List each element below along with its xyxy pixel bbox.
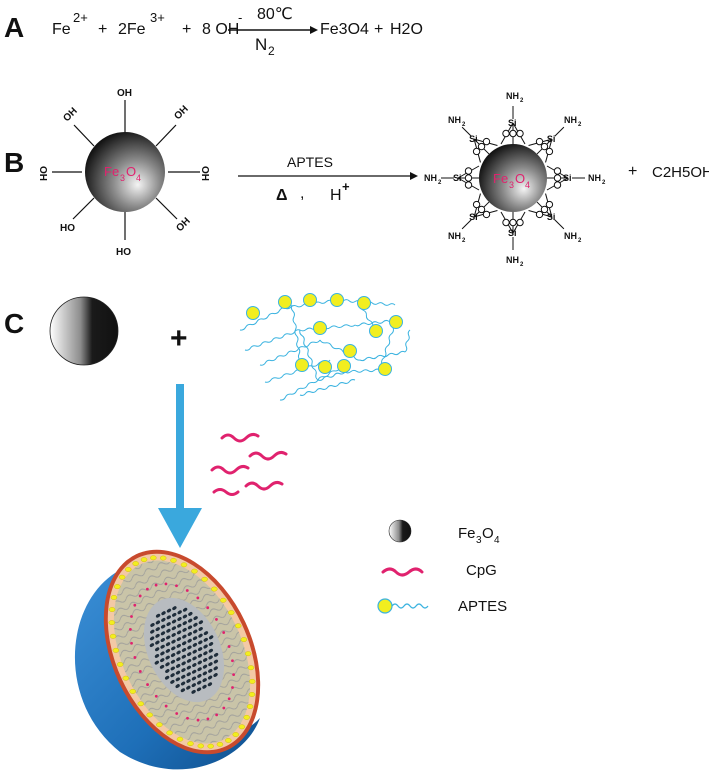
svg-text:3: 3 [509,180,514,190]
svg-text:2: 2 [520,98,524,104]
fe3o4-core-right [479,144,547,212]
svg-text:NH: NH [588,173,601,183]
reaction-b-arrow: APTES Δ , H + [238,154,418,204]
svg-text:2: 2 [438,180,442,186]
water-text: H2O [390,21,423,38]
svg-text:Si: Si [508,228,517,238]
svg-text:2: 2 [462,238,466,244]
core-label-right: Fe 3 O 4 [493,171,530,190]
outer-shell [74,570,260,770]
legend-aptes-icon [377,598,429,614]
fe3o4-nanoparticle [49,296,119,366]
acid-charge: + [342,179,350,194]
legend-aptes-label: APTES [458,598,507,615]
nanoparticle-dots [149,606,219,694]
svg-text:Si: Si [469,134,478,144]
svg-text:3: 3 [120,173,125,183]
gas-subscript: 2 [268,44,275,58]
acid-text: H [330,187,342,204]
aptes-network [239,293,411,401]
svg-text:4: 4 [494,535,500,546]
svg-text:NH: NH [448,231,461,241]
process-arrow [158,384,202,548]
oh-top: OH [117,88,132,99]
fe3o4-core-left [85,132,165,212]
svg-text:NH: NH [564,115,577,125]
svg-text:O: O [515,171,525,186]
fe2-text: Fe [52,21,71,38]
product-text: Fe3O4 [320,21,369,38]
svg-text:Fe: Fe [493,171,508,186]
plus-c: + [170,322,188,355]
svg-text:NH: NH [506,91,519,101]
svg-text:2: 2 [578,122,582,128]
svg-text:3: 3 [476,535,482,546]
panel-label-a: A [4,12,24,43]
ethanol-text: C2H5OH [652,164,709,181]
svg-text:4: 4 [136,173,141,183]
ho-bottom-left: HO [60,223,75,234]
oh-right: OH [199,166,210,181]
svg-text:Fe: Fe [104,164,119,179]
comma-text: , [300,185,304,202]
oh-left: OH [37,166,48,181]
legend: Fe 3 O 4 CpG APTES [377,519,507,615]
legend-fe3o4-icon [388,519,412,543]
oh-top-left: OH [61,106,79,124]
svg-text:2: 2 [602,180,606,186]
cpg-strands [210,432,288,496]
plus-b: + [628,163,637,180]
plus-3: + [374,21,383,38]
reaction-arrowhead-b [410,172,418,180]
panel-label-b: B [4,147,24,178]
svg-text:Si: Si [547,212,556,222]
legend-fe3o4-label: Fe 3 O 4 [458,525,500,546]
reaction-arrowhead-a [310,26,318,34]
fe3-text: 2Fe [118,21,146,38]
reagent-text: APTES [287,154,333,170]
svg-text:2: 2 [462,122,466,128]
delta-text: Δ [276,187,288,204]
svg-text:O: O [126,164,136,179]
svg-text:Si: Si [469,212,478,222]
temperature-text: 80℃ [257,6,293,23]
svg-text:Si: Si [508,118,517,128]
oh-text: 8 OH [202,21,239,38]
equation-a: Fe 2+ + 2Fe 3+ + 8 OH - 80℃ N 2 Fe3O4 + … [52,6,423,58]
legend-cpg-icon [381,567,424,577]
ho-bottom: HO [116,247,131,258]
gas-text: N [255,35,267,54]
svg-text:2: 2 [578,238,582,244]
plus-1: + [98,21,107,38]
legend-cpg-label: CpG [466,562,497,579]
panel-label-c: C [4,308,24,339]
core-shell-particle [74,549,261,770]
fe3-charge: 3+ [150,10,165,25]
core-label-left: Fe 3 O 4 [104,164,141,183]
svg-text:2: 2 [520,262,524,268]
fe3o4-oh-particle: Fe 3 O 4 OH OH OH OH HO HO OH OH [37,88,210,258]
svg-text:Si: Si [563,173,572,183]
svg-text:NH: NH [506,255,519,265]
svg-text:O: O [482,525,494,542]
svg-text:NH: NH [424,173,437,183]
svg-text:4: 4 [525,180,530,190]
oh-top-right: OH [172,104,190,122]
fe2-charge: 2+ [73,10,88,25]
svg-text:Fe: Fe [458,525,476,542]
svg-text:NH: NH [448,115,461,125]
svg-text:NH: NH [564,231,577,241]
svg-text:Si: Si [547,134,556,144]
plus-2: + [182,21,191,38]
aptes-heads-ring [108,555,256,749]
oh-charge: - [238,10,242,25]
svg-text:Si: Si [453,173,462,183]
